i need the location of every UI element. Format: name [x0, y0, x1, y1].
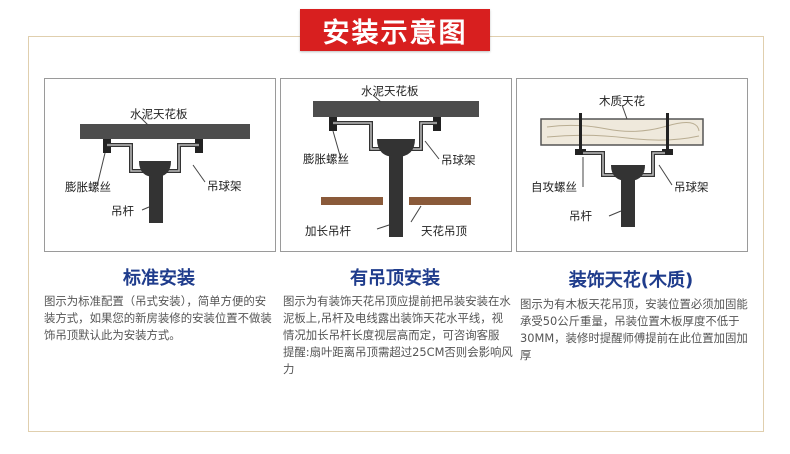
diagram-standard-install: 水泥天花板 膨胀螺丝 吊球架 吊杆	[44, 78, 276, 252]
frame-left-line	[28, 36, 29, 432]
frame-bottom-line	[28, 431, 764, 432]
label-bracket: 吊球架	[207, 179, 242, 193]
heading-wood-ceiling-install: 装饰天花(木质)	[568, 270, 694, 291]
label-false-ceiling: 天花吊顶	[421, 224, 467, 238]
heading-false-ceiling-install: 有吊顶安装	[350, 268, 440, 289]
label-screw: 自攻螺丝	[531, 180, 577, 194]
diagram-false-ceiling-install: 水泥天花板 膨胀螺丝 吊球架 加长吊杆 天花吊顶	[280, 78, 512, 252]
label-rod: 吊杆	[569, 209, 592, 223]
label-bracket: 吊球架	[674, 180, 709, 194]
description-text: 图示为有装饰天花吊顶应提前把吊装安装在水泥板上,吊杆及电线露出装饰天花水平线，视…	[283, 294, 511, 342]
description-standard-install: 图示为标准配置（吊式安装），简单方便的安装方式，如果您的新房装修的安装位置不做装…	[44, 294, 272, 342]
label-bracket: 吊球架	[441, 153, 476, 167]
diagram-wood-ceiling-install: 木质天花 自攻螺丝 吊球架 吊杆	[516, 78, 748, 252]
label-rod: 吊杆	[111, 204, 134, 218]
description-false-ceiling-install: 图示为有装饰天花吊顶应提前把吊装安装在水泥板上,吊杆及电线露出装饰天花水平线，视…	[283, 293, 513, 378]
description-note: 提醒:扇叶距离吊顶需超过25CM否则会影响风力	[283, 345, 513, 376]
label-ceiling: 水泥天花板	[130, 107, 188, 121]
heading-standard-install: 标准安装	[123, 268, 195, 289]
frame-right-line	[763, 36, 764, 432]
label-bolt: 膨胀螺丝	[65, 180, 111, 194]
label-ceiling: 水泥天花板	[361, 84, 419, 98]
label-ceiling: 木质天花	[599, 94, 645, 108]
label-bolt: 膨胀螺丝	[303, 152, 349, 166]
page-title: 安装示意图	[300, 9, 490, 51]
description-wood-ceiling-install: 图示为有木板天花吊顶，安装位置必须加固能承受50公斤重量，吊装位置木板厚度不低于…	[520, 297, 748, 362]
label-extended-rod: 加长吊杆	[305, 224, 351, 238]
